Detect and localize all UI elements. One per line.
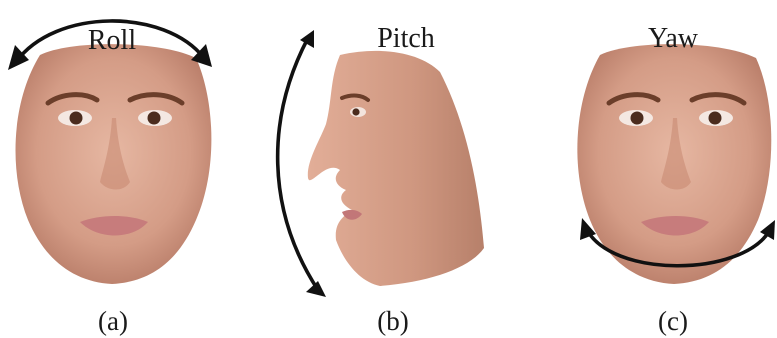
panel-c-caption: (c) xyxy=(658,306,688,336)
yaw-title: Yaw xyxy=(648,23,699,54)
roll-title: Roll xyxy=(88,25,136,56)
panel-b-caption: (b) xyxy=(377,306,408,336)
panel-a-caption: (a) xyxy=(98,306,128,336)
pitch-arrow-head-bottom xyxy=(306,281,326,297)
panel-pitch: Pitch (b) xyxy=(278,23,484,336)
pitch-title: Pitch xyxy=(377,23,435,54)
yaw-arrow-head-right xyxy=(760,220,775,240)
face-profile-pitch xyxy=(308,51,484,286)
pitch-arrow-head-top xyxy=(300,30,314,48)
face-frontal-roll xyxy=(16,44,212,284)
panel-roll: Roll (a) xyxy=(8,21,212,336)
panel-yaw: Yaw (c) xyxy=(577,23,775,336)
